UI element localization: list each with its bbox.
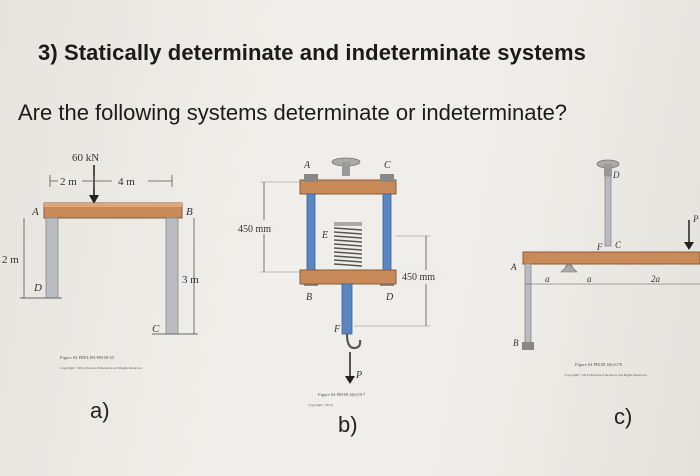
figure-c-beam-diagram: a a 2a D C F A B P Figure 04 PROB 4(b)-0…	[510, 159, 700, 378]
fig-c-point-a: A	[510, 262, 517, 272]
fig-b-load-label: P	[355, 370, 362, 381]
fig-a-height-right: 3 m	[182, 274, 199, 286]
fig-b-dim-left: 450 mm	[238, 224, 271, 235]
fig-c-point-c: C	[615, 240, 622, 250]
fig-b-dim-right: 450 mm	[402, 272, 435, 283]
fig-a-point-d: D	[33, 282, 42, 294]
fig-c-load-label: P	[692, 214, 699, 224]
fig-a-dim-right: 4 m	[118, 176, 135, 188]
fig-b-point-d: D	[385, 292, 394, 303]
fig-a-height-left: 2 m	[2, 254, 19, 266]
fig-a-point-b: B	[186, 206, 193, 218]
fig-c-seg2: a	[587, 274, 592, 284]
fig-a-caption: Figure 04 PRELIM-PROB 05	[60, 355, 115, 360]
section-heading: 3) Statically determinate and indetermin…	[38, 40, 586, 65]
fig-a-copyright: Copyright ©2014 Pearson Education, All R…	[60, 365, 142, 371]
fig-c-caption: Figure 04 PROB 4(b)-070	[575, 362, 623, 367]
fig-a-point-a: A	[31, 206, 39, 218]
fig-b-point-e: E	[321, 230, 328, 241]
fig-b-point-a: A	[303, 160, 311, 171]
fig-c-point-d: D	[612, 170, 620, 180]
figure-c-label: c)	[614, 404, 633, 429]
fig-b-point-c: C	[384, 160, 391, 171]
fig-c-point-b: B	[513, 338, 519, 348]
fig-a-point-c: C	[152, 323, 160, 335]
fig-c-point-f: F	[596, 242, 603, 252]
fig-a-load-label: 60 kN	[72, 152, 99, 164]
figure-b-label: b)	[338, 412, 358, 437]
figure-b-press-diagram: 450 mm 450 mm A C E B D F P Figure 04 PR…	[234, 157, 444, 407]
question-text: Are the following systems determinate or…	[18, 100, 568, 125]
fig-b-copyright: Copyright ©2014	[308, 402, 333, 407]
fig-c-seg1: a	[545, 274, 550, 284]
fig-c-copyright: Copyright ©2014 Pearson Education, All R…	[565, 372, 647, 378]
fig-a-dim-left: 2 m	[60, 176, 77, 188]
figure-a-frame-diagram: 60 kN 2 m 4 m 2 m 3 m A B C D Figure 04 …	[2, 152, 199, 371]
fig-b-caption: Figure 04 PROB 4(b)-017	[318, 392, 366, 397]
fig-b-point-f: F	[333, 324, 341, 335]
figure-a-label: a)	[90, 398, 110, 423]
fig-b-point-b: B	[306, 292, 312, 303]
fig-c-seg3: 2a	[651, 274, 661, 284]
